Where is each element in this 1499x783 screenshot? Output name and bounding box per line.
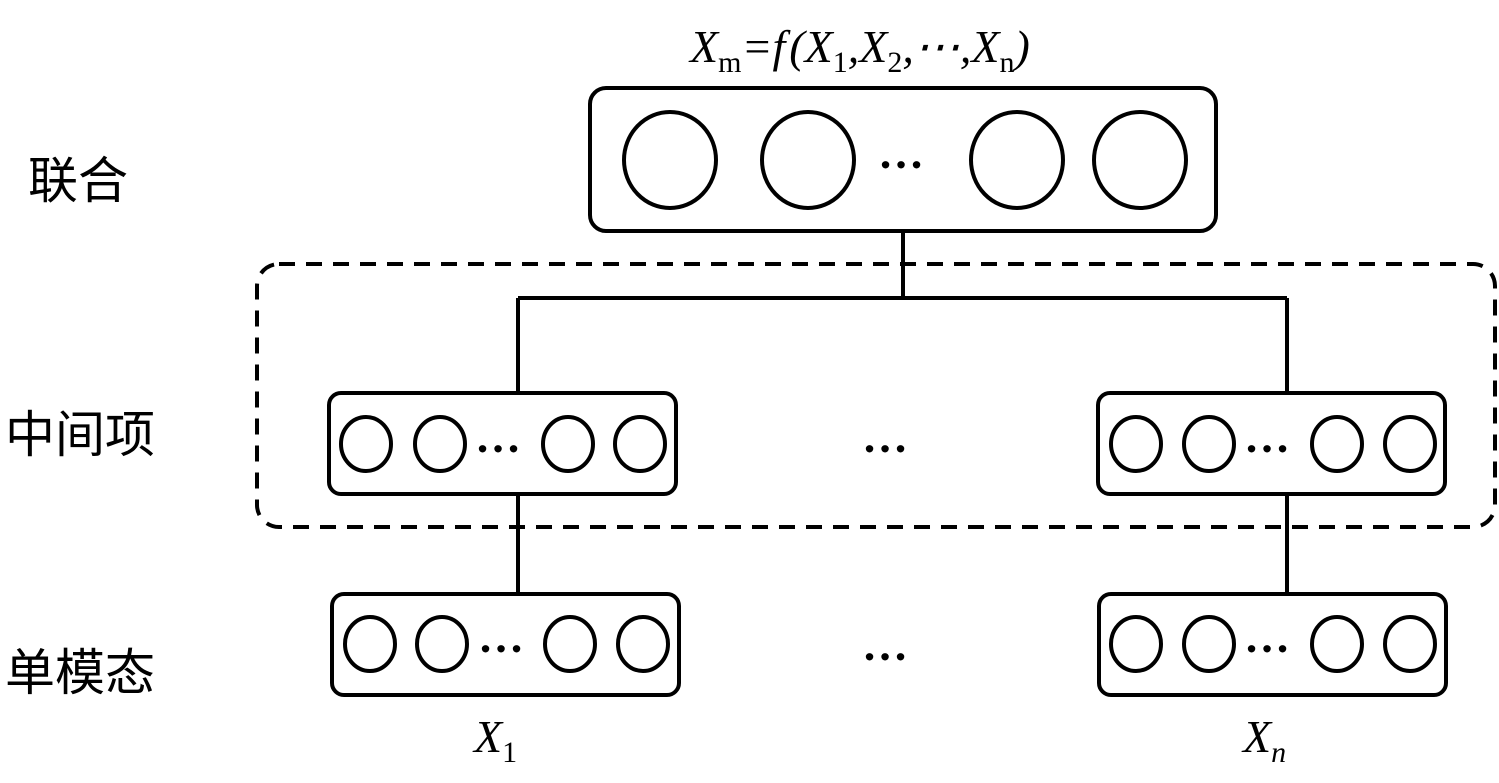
- label-intermediate: 中间项: [5, 406, 155, 464]
- joint-formula: Xm=f(X1,X2,⋯,Xn): [688, 21, 1030, 79]
- neuron: [339, 415, 393, 473]
- neuron: [616, 615, 670, 673]
- neuron: [1109, 615, 1163, 673]
- unimodal-ellipsis: …: [862, 619, 908, 670]
- intermediate-node-right: …: [1096, 391, 1447, 496]
- ellipsis: …: [478, 611, 524, 662]
- joint-node: …: [588, 86, 1218, 233]
- label-unimodal: 单模态: [5, 644, 155, 702]
- neuron: [1310, 615, 1364, 673]
- ellipsis: …: [475, 411, 521, 462]
- label-joint: 联合: [28, 152, 128, 210]
- input-label-xn: Xn: [1241, 711, 1286, 769]
- neuron: [543, 615, 597, 673]
- neuron: [1383, 415, 1437, 473]
- unimodal-node-right: …: [1097, 592, 1448, 697]
- neuron: [541, 415, 595, 473]
- ellipsis: …: [878, 127, 924, 178]
- neuron: [613, 415, 667, 473]
- neuron: [969, 110, 1065, 210]
- connector-lines: [516, 231, 1289, 594]
- input-label-x1: X1: [472, 711, 517, 769]
- neuron: [1092, 110, 1188, 210]
- intermediate-node-left: …: [327, 391, 678, 496]
- neuron: [760, 110, 856, 210]
- ellipsis: …: [1244, 611, 1290, 662]
- neuron: [1109, 415, 1163, 473]
- neuron: [1182, 415, 1236, 473]
- unimodal-node-left: …: [330, 592, 681, 697]
- intermediate-group-border: [255, 262, 1497, 529]
- neuron: [1310, 415, 1364, 473]
- ellipsis: …: [1244, 411, 1290, 462]
- neuron: [622, 110, 718, 210]
- neuron: [415, 615, 469, 673]
- neuron: [1182, 615, 1236, 673]
- intermediate-ellipsis: …: [862, 411, 908, 462]
- neuron: [413, 415, 467, 473]
- neuron: [343, 615, 397, 673]
- neuron: [1383, 615, 1437, 673]
